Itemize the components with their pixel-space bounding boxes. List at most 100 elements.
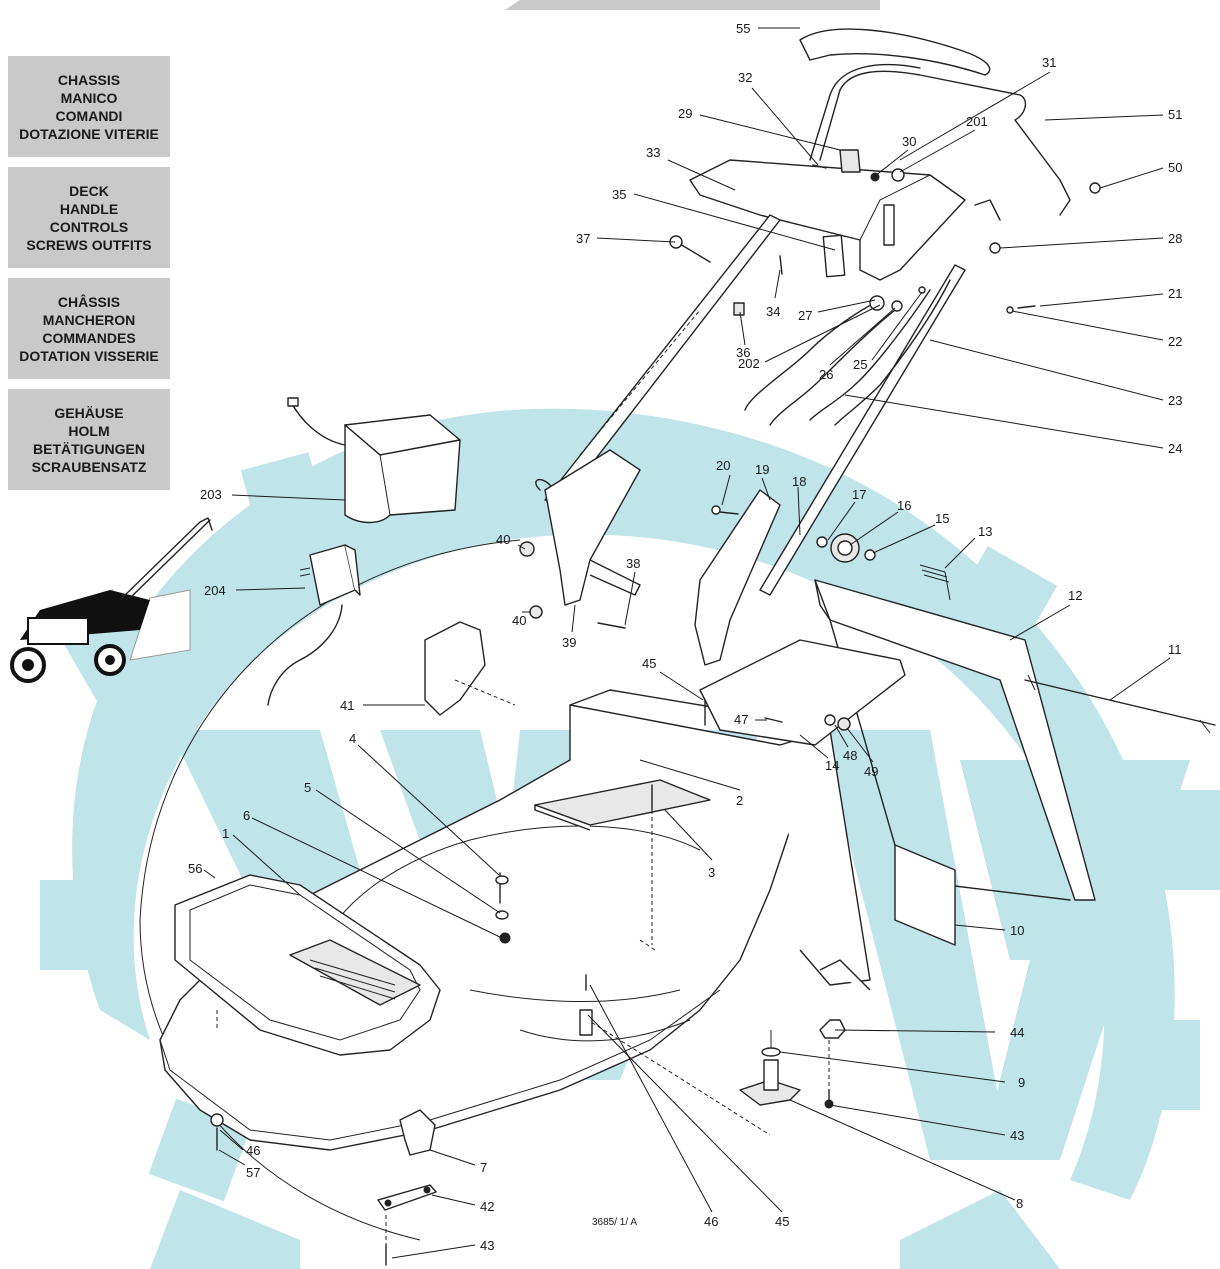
callout-29: 29 <box>678 106 692 121</box>
callout-25: 25 <box>853 357 867 372</box>
callout-42: 42 <box>480 1199 494 1214</box>
leader-lines <box>203 27 1171 1259</box>
callout-56: 56 <box>188 861 202 876</box>
callout-202: 202 <box>738 356 760 371</box>
hardware-screws <box>210 164 1101 1266</box>
callout-49: 49 <box>864 764 878 779</box>
axle-part <box>1024 679 1216 726</box>
top-banner-shape <box>505 0 880 10</box>
callout-28: 28 <box>1168 231 1182 246</box>
callout-204: 204 <box>204 583 226 598</box>
callout-55: 55 <box>736 21 750 36</box>
label-line: COMANDI <box>55 107 123 124</box>
callout-48: 48 <box>843 748 857 763</box>
label-line: CHÂSSIS <box>57 293 121 310</box>
callout-10: 10 <box>1010 923 1024 938</box>
upper-handle-part <box>819 70 1071 216</box>
mower-thumbnail <box>10 517 213 683</box>
callout-23: 23 <box>1168 393 1182 408</box>
callout-51: 51 <box>1168 107 1182 122</box>
callout-36: 36 <box>736 345 750 360</box>
callout-57: 57 <box>246 1165 260 1180</box>
callout-47: 47 <box>734 712 748 727</box>
section-label-english: DECK HANDLE CONTROLS SCREWS OUTFITS <box>8 167 170 268</box>
charger-part <box>267 544 361 706</box>
section-label-french: CHÂSSIS MANCHERON COMMANDES DOTATION VIS… <box>8 278 170 379</box>
label-line: DOTAZIONE VITERIE <box>19 125 159 142</box>
callout-35: 35 <box>612 187 626 202</box>
label-line: HANDLE <box>59 200 119 217</box>
clip-44-part <box>819 1019 846 1039</box>
callout-201: 201 <box>966 114 988 129</box>
callout-labels: 55 31 32 29 30 201 51 33 50 35 37 28 34 … <box>188 21 1182 1253</box>
label-line: HOLM <box>68 422 110 439</box>
callout-43b: 43 <box>480 1238 494 1253</box>
section-label-italian: CHASSIS MANICO COMANDI DOTAZIONE VITERIE <box>8 56 170 157</box>
callout-44: 44 <box>1010 1025 1024 1040</box>
label-line: DOTATION VISSERIE <box>19 347 159 364</box>
callout-7: 7 <box>480 1160 487 1175</box>
callout-37: 37 <box>576 231 590 246</box>
callout-13: 13 <box>978 524 992 539</box>
plate-42-part <box>377 1184 437 1211</box>
label-line: COMMANDES <box>42 329 136 346</box>
callout-20: 20 <box>716 458 730 473</box>
callout-34: 34 <box>766 304 780 319</box>
callout-45a: 45 <box>642 656 656 671</box>
label-line: SCREWS OUTFITS <box>26 236 152 253</box>
battery-part <box>287 397 461 524</box>
callout-50: 50 <box>1168 160 1182 175</box>
callout-26: 26 <box>819 367 833 382</box>
callout-43a: 43 <box>1010 1128 1024 1143</box>
reference-code: 3685/ 1/ A <box>592 1217 637 1228</box>
knob-assembly <box>816 533 951 601</box>
callout-22: 22 <box>1168 334 1182 349</box>
callout-12: 12 <box>1068 588 1082 603</box>
callout-32: 32 <box>738 70 752 85</box>
label-line: CONTROLS <box>49 218 129 235</box>
callout-40a: 40 <box>496 532 510 547</box>
callout-11: 11 <box>1168 642 1182 657</box>
callout-2: 2 <box>736 793 743 808</box>
callout-33: 33 <box>646 145 660 160</box>
callout-27: 27 <box>798 308 812 323</box>
rear-cover-part <box>699 639 906 746</box>
callout-8: 8 <box>1016 1196 1023 1211</box>
callout-21: 21 <box>1168 286 1182 301</box>
callout-15: 15 <box>935 511 949 526</box>
callout-40b: 40 <box>512 613 526 628</box>
cable-202 <box>744 299 881 411</box>
callout-5: 5 <box>304 780 311 795</box>
rear-flap-part <box>894 844 956 946</box>
callout-38: 38 <box>626 556 640 571</box>
callout-45b: 45 <box>775 1214 789 1229</box>
callout-16: 16 <box>897 498 911 513</box>
callout-46a: 46 <box>246 1143 260 1158</box>
callout-14: 14 <box>825 758 839 773</box>
bracket-39-part <box>544 449 641 606</box>
label-line: MANICO <box>60 89 118 106</box>
callout-3: 3 <box>708 865 715 880</box>
front-cover-part <box>174 874 441 1056</box>
label-line: SCRAUBENSATZ <box>31 458 147 475</box>
callout-31: 31 <box>1042 55 1056 70</box>
label-line: GEHÄUSE <box>54 404 124 421</box>
callout-46b: 46 <box>704 1214 718 1229</box>
callout-39: 39 <box>562 635 576 650</box>
label-line: DECK <box>69 182 109 199</box>
callout-24: 24 <box>1168 441 1182 456</box>
section-label-german: GEHÄUSE HOLM BETÄTIGUNGEN SCRAUBENSATZ <box>8 389 170 490</box>
control-box-part <box>689 149 966 281</box>
side-cover-41-part <box>424 621 486 716</box>
callout-18: 18 <box>792 474 806 489</box>
top-grip-part <box>799 28 991 76</box>
callout-6: 6 <box>243 808 250 823</box>
label-line: BETÄTIGUNGEN <box>33 440 145 457</box>
callout-19: 19 <box>755 462 769 477</box>
callout-4: 4 <box>349 731 356 746</box>
label-line: MANCHERON <box>42 311 136 328</box>
bracket-19-part <box>694 489 781 666</box>
callout-41: 41 <box>340 698 354 713</box>
callout-203: 203 <box>200 487 222 502</box>
